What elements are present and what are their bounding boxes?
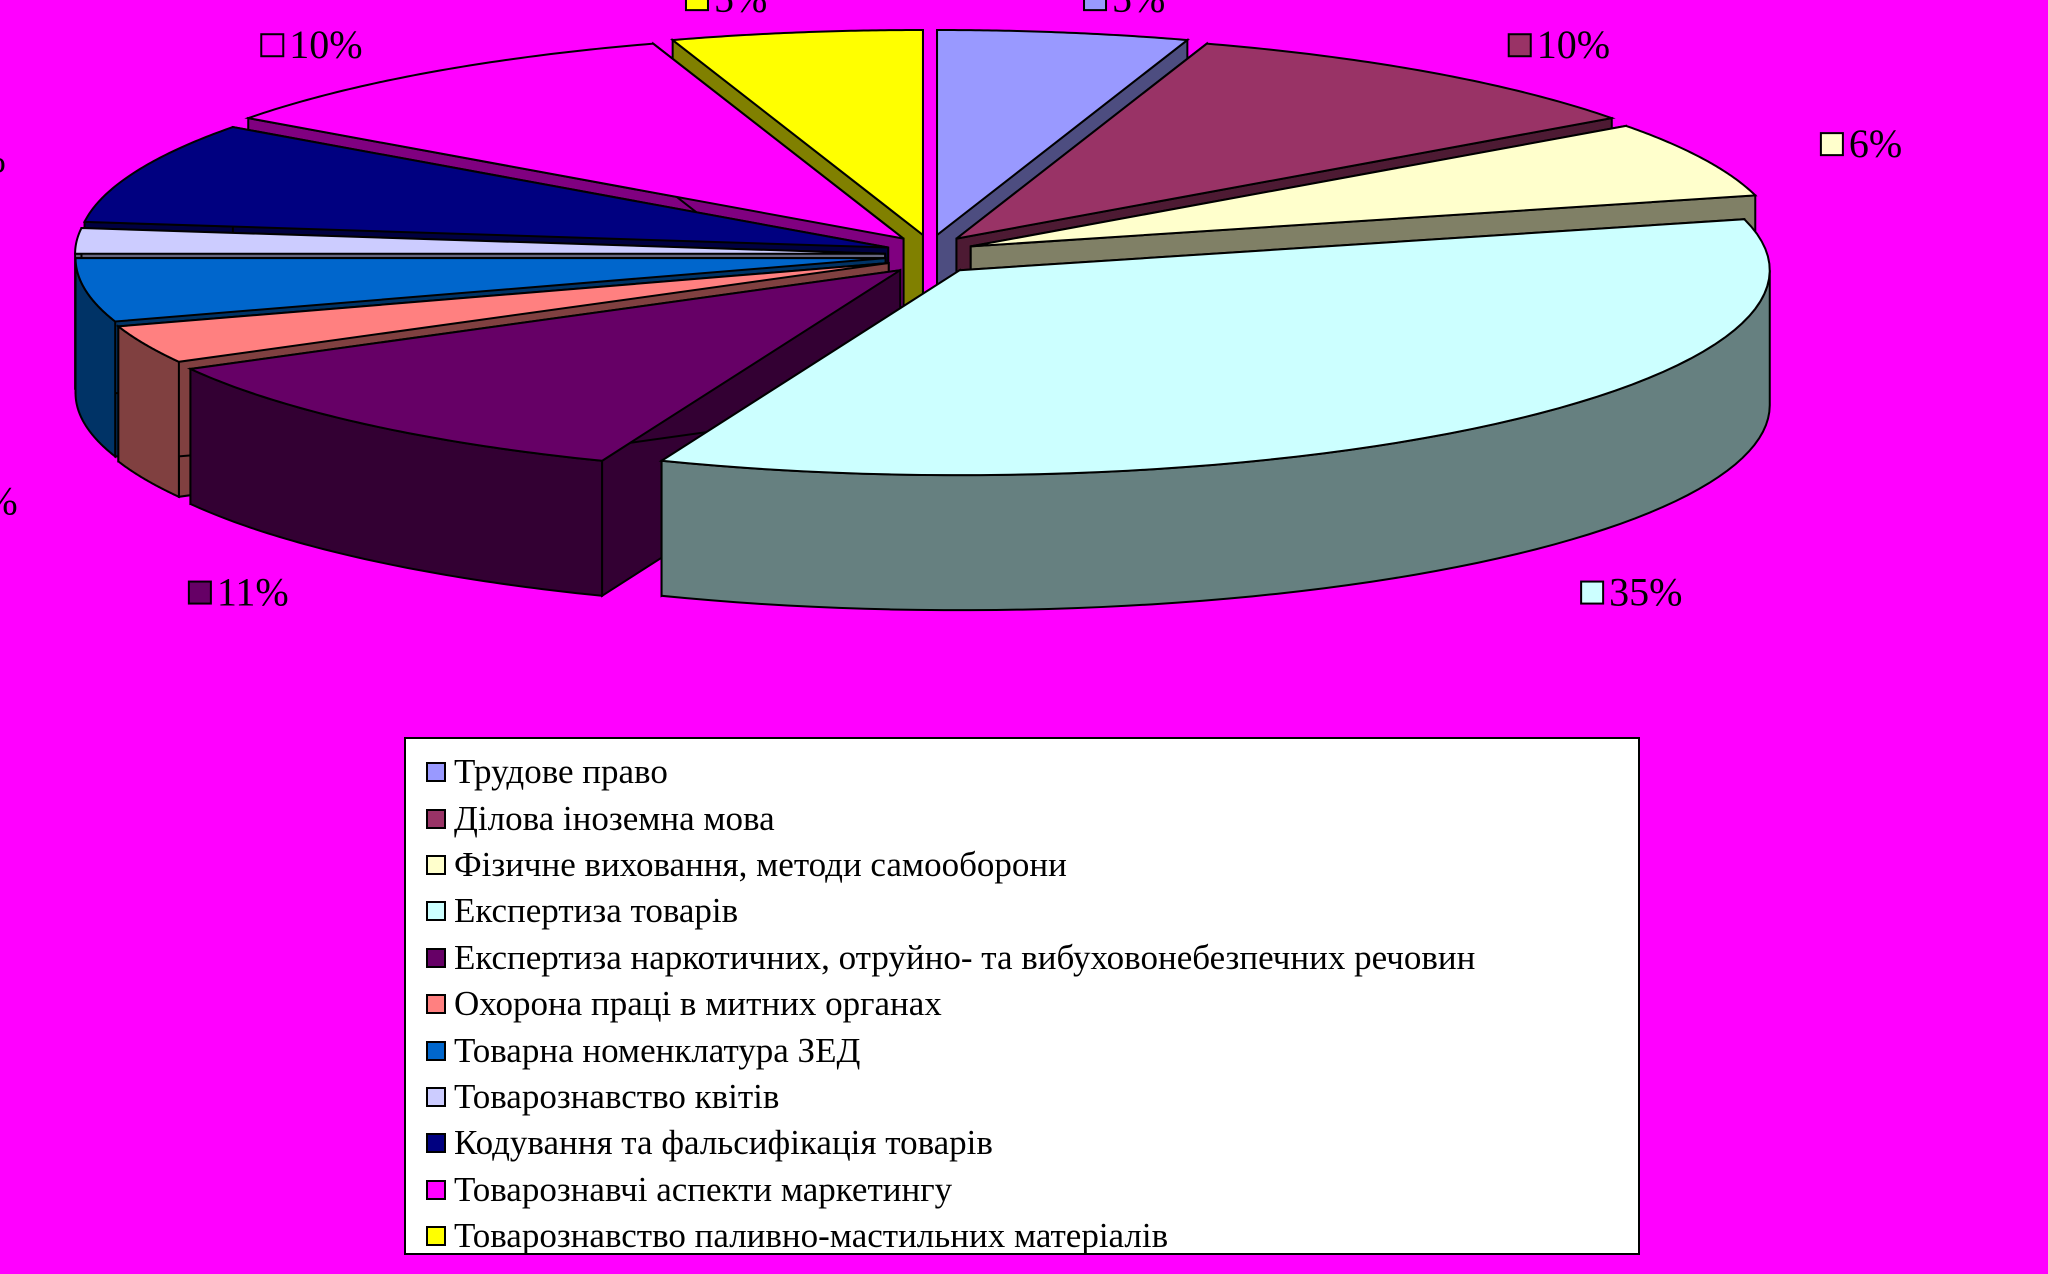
data-label-3: 6% [1819, 121, 1902, 166]
data-label-5: 11% [187, 570, 289, 615]
data-label-9: 8% [0, 136, 6, 181]
data-label-text-3: 6% [1849, 121, 1902, 166]
data-label-key-4 [1580, 580, 1605, 605]
legend-label-5: Експертиза наркотичних, отруйно- та вибу… [454, 937, 1476, 977]
data-label-text-11: 5% [714, 0, 767, 21]
data-label-key-5 [187, 580, 212, 605]
data-label-11: 5% [684, 0, 767, 21]
legend-swatch-8 [426, 1086, 446, 1107]
data-label-10: 10% [260, 22, 363, 67]
legend-item-11: Товарознавство паливно-мастильних матері… [426, 1213, 1638, 1259]
pie-slice-4 [658, 218, 1771, 612]
legend-item-1: Трудове право [426, 749, 1638, 795]
legend-label-7: Товарна номенклатура ЗЕД [454, 1030, 861, 1070]
data-label-text-2: 10% [1537, 22, 1610, 67]
legend-item-9: Кодування та фальсифікація товарів [426, 1120, 1638, 1166]
data-label-text-9: 8% [0, 136, 6, 181]
data-label-text-4: 35% [1609, 570, 1682, 615]
legend-swatch-7 [426, 1040, 446, 1061]
legend-item-10: Товарознавчі аспекти маркетингу [426, 1167, 1638, 1213]
legend-label-4: Експертиза товарів [454, 891, 739, 931]
data-label-text-6: 3% [0, 478, 18, 523]
legend-item-7: Товарна номенклатура ЗЕД [426, 1027, 1638, 1073]
legend-item-2: Ділова іноземна мова [426, 795, 1638, 841]
legend-label-8: Товарознавство квітів [454, 1076, 780, 1116]
labels-layer: 5%10%6%35%11%3%5%2%8%10%5% [0, 0, 1902, 615]
data-label-key-2 [1507, 33, 1532, 58]
legend-label-2: Ділова іноземна мова [454, 798, 775, 838]
legend-item-4: Експертиза товарів [426, 888, 1638, 934]
legend-swatch-10 [426, 1179, 446, 1200]
legend-label-10: Товарознавчі аспекти маркетингу [454, 1169, 953, 1209]
data-label-key-10 [260, 33, 285, 58]
legend-swatch-2 [426, 808, 446, 829]
legend-item-5: Експертиза наркотичних, отруйно- та вибу… [426, 935, 1638, 981]
legend-label-1: Трудове право [454, 752, 668, 792]
legend-item-3: Фізичне виховання, методи самооборони [426, 842, 1638, 888]
legend-item-8: Товарознавство квітів [426, 1074, 1638, 1120]
data-label-text-5: 11% [217, 570, 289, 615]
data-label-2: 10% [1507, 22, 1610, 67]
data-label-text-10: 10% [289, 22, 362, 67]
legend-swatch-1 [426, 762, 446, 783]
data-label-text-1: 5% [1112, 0, 1165, 21]
legend-label-9: Кодування та фальсифікація товарів [454, 1123, 993, 1163]
data-label-key-1 [1083, 0, 1108, 12]
legend-item-6: Охорона праці в митних органах [426, 981, 1638, 1027]
legend-label-11: Товарознавство паливно-мастильних матері… [454, 1216, 1169, 1256]
legend-swatch-11 [426, 1226, 446, 1247]
data-label-6: 3% [0, 478, 18, 523]
legend-label-3: Фізичне виховання, методи самооборони [454, 844, 1067, 884]
data-label-1: 5% [1083, 0, 1165, 21]
data-label-key-11 [684, 0, 709, 12]
slices-layer [74, 28, 1771, 612]
legend-swatch-5 [426, 947, 446, 968]
data-label-4: 35% [1580, 570, 1682, 615]
legend-swatch-6 [426, 994, 446, 1015]
legend-label-6: Охорона праці в митних органах [454, 984, 942, 1024]
legend-swatch-9 [426, 1133, 446, 1154]
legend-swatch-4 [426, 901, 446, 922]
legend-swatch-3 [426, 854, 446, 875]
data-label-key-3 [1819, 132, 1844, 157]
